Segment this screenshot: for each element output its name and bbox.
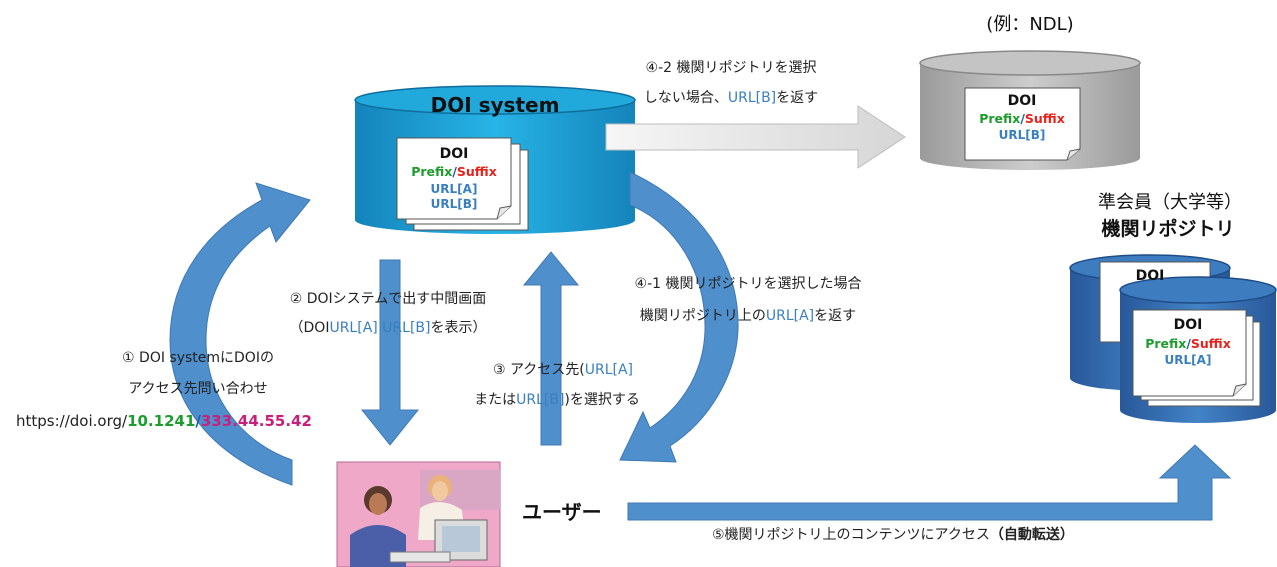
repository-doc-title: DOI bbox=[1173, 317, 1203, 333]
user-illustration bbox=[336, 461, 501, 567]
step2-line2-b: を表示） bbox=[430, 320, 487, 336]
arrow-step4-1 bbox=[619, 171, 739, 463]
step2-line2: （DOIURL[A] URL[B]を表示） bbox=[290, 320, 487, 337]
arrow-step3 bbox=[522, 251, 580, 446]
doi-system-title: DOI system bbox=[430, 93, 560, 117]
ndl-doc-slash: / bbox=[1020, 111, 1025, 126]
step3-line1-a: ③ アクセス先( bbox=[492, 362, 585, 378]
arrow-step2 bbox=[360, 259, 420, 446]
doi-system-doc-stack bbox=[396, 137, 529, 231]
doi-system-doc-url-a: URL[A] bbox=[430, 182, 478, 196]
step1-line1: ① DOI systemにDOIの bbox=[122, 350, 274, 366]
arrow-step4-2 bbox=[605, 105, 906, 169]
step1-url-slash: / bbox=[195, 412, 201, 430]
step3-line2-url: URL[B] bbox=[516, 392, 565, 408]
ndl-doc-prefix: Prefix bbox=[979, 111, 1021, 126]
step5-label-b: （自動転送） bbox=[989, 527, 1074, 543]
step4-1-line2-url: URL[A] bbox=[765, 308, 815, 324]
repository-back-doc-title: DOI bbox=[1135, 268, 1165, 284]
arrow-step1 bbox=[169, 182, 311, 486]
step1-url-prefix: 10.1241 bbox=[127, 412, 196, 430]
repository-doc-slash: / bbox=[1186, 336, 1191, 351]
step2-line2-urls: URL[A] URL[B] bbox=[329, 320, 431, 336]
step4-2-line2-url: URL[B] bbox=[727, 90, 777, 106]
step4-2-line1: ④-2 機関リポジトリを選択 bbox=[645, 60, 817, 76]
step3-line2: またはURL[B])を選択する bbox=[474, 392, 640, 409]
step5-label: ⑤機関リポジトリ上のコンテンツにアクセス（自動転送） bbox=[712, 527, 1074, 544]
step4-2-line2-a: しない場合、 bbox=[643, 90, 728, 106]
doi-system-doc-suffix: Suffix bbox=[456, 164, 497, 179]
step3-line1-url: URL[A] bbox=[584, 362, 634, 378]
ndl-doc-suffix: Suffix bbox=[1024, 111, 1065, 126]
step4-1-line1: ④-1 機関リポジトリを選択した場合 bbox=[634, 276, 862, 292]
step5-label-a: ⑤機関リポジトリ上のコンテンツにアクセス bbox=[712, 527, 990, 543]
step1-url: https://doi.org/10.1241/333.44.55.42 bbox=[16, 412, 312, 430]
doi-system-doc-slash: / bbox=[452, 164, 457, 179]
arrow-step5 bbox=[627, 444, 1232, 521]
doi-system-doc-url-b: URL[B] bbox=[430, 197, 478, 211]
repository-doc-stack bbox=[1132, 309, 1261, 407]
repository-caption-line2: 機関リポジトリ bbox=[1101, 218, 1235, 240]
repository-doc-url-a: URL[A] bbox=[1164, 353, 1212, 367]
repository-doc-suffix: Suffix bbox=[1190, 336, 1231, 351]
step1-line2: アクセス先問い合わせ bbox=[128, 381, 268, 397]
step1-url-suffix: 333.44.55.42 bbox=[200, 412, 312, 430]
step4-1-line2-a: 機関リポジトリ上の bbox=[639, 308, 766, 324]
step4-2-line2-b: を返す bbox=[776, 90, 819, 106]
step4-1-line2: 機関リポジトリ上のURL[A]を返す bbox=[640, 308, 856, 325]
step4-2-line2: しない場合、URL[B]を返す bbox=[644, 90, 818, 107]
doi-system-doc-prefix: Prefix bbox=[411, 164, 453, 179]
step4-1-line2-b: を返す bbox=[814, 308, 857, 324]
repository-doc-prefix: Prefix bbox=[1145, 336, 1187, 351]
step3-line2-b: )を選択する bbox=[564, 392, 640, 408]
step2-line1: ② DOIシステムで出す中間画面 bbox=[289, 291, 487, 307]
doi-system-doc-prefix-suffix: Prefix/Suffix bbox=[411, 164, 497, 179]
ndl-doc-prefix-suffix: Prefix/Suffix bbox=[979, 111, 1065, 126]
step3-line1: ③ アクセス先(URL[A] bbox=[493, 362, 633, 379]
ndl-doc-title: DOI bbox=[1007, 93, 1037, 109]
ndl-doc-url-b: URL[B] bbox=[998, 128, 1046, 142]
ndl-doc bbox=[964, 87, 1081, 161]
step2-line2-a: （DOI bbox=[289, 320, 330, 336]
repository-caption-line1: 準会員（大学等） bbox=[1098, 192, 1242, 213]
step3-line2-a: または bbox=[474, 392, 517, 408]
ndl-caption: (例：NDL) bbox=[986, 14, 1074, 35]
repository-doc-prefix-suffix: Prefix/Suffix bbox=[1145, 336, 1231, 351]
doi-system-doc-title: DOI bbox=[439, 146, 469, 162]
user-label: ユーザー bbox=[522, 500, 602, 524]
step1-url-base: https://doi.org/ bbox=[16, 412, 128, 430]
